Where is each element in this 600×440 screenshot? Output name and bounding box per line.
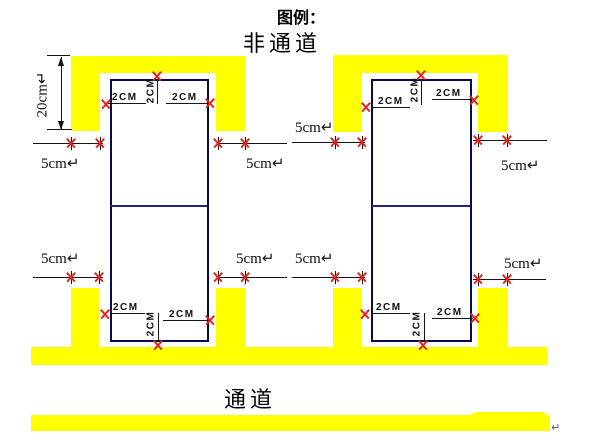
non-channel-label: 非通道 — [243, 31, 322, 56]
dim-line-2cm — [432, 99, 472, 100]
tape-leg — [478, 288, 508, 348]
dim-5cm-label: 5cm↵ — [501, 158, 540, 174]
red-tick — [357, 137, 366, 146]
dim-2cm-label: 2CM — [378, 96, 404, 107]
channel-label: 通道 — [224, 387, 277, 412]
red-tick — [205, 315, 214, 324]
arrow-up-icon — [57, 57, 64, 66]
return-mark: ↵ — [551, 421, 561, 434]
dim-line-2cm — [424, 313, 425, 342]
dim-5cm-label: 5cm↵ — [295, 120, 334, 136]
tape-leg — [478, 72, 508, 132]
dim-5cm-label: 5cm↵ — [246, 156, 285, 172]
dim-2cm-label: 2CM — [169, 309, 195, 320]
dim-2cm-label: 2CM — [113, 302, 139, 313]
dim-2cm-label: 2CM — [172, 92, 198, 103]
red-tick — [205, 98, 214, 107]
dim-line — [218, 143, 287, 144]
dim-5cm-label: 5cm↵ — [41, 251, 80, 267]
dim-2cm-label: 2CM — [411, 310, 423, 337]
red-tick — [95, 138, 104, 147]
red-tick — [213, 272, 222, 281]
dim-2cm-label: 2CM — [376, 302, 402, 313]
red-tick — [357, 272, 366, 281]
dim-line-2cm — [372, 107, 410, 108]
red-tick — [240, 272, 249, 281]
tape-leg — [71, 72, 100, 131]
red-tick — [94, 272, 103, 281]
dim-2cm-label: 2CM — [145, 310, 157, 337]
tape-leg — [71, 288, 99, 348]
dim-2cm-label: 2CM — [436, 88, 462, 99]
red-tick — [418, 340, 427, 349]
dim-line — [292, 277, 365, 278]
red-tick — [66, 272, 75, 281]
red-tick — [470, 313, 479, 322]
tape-leg — [333, 72, 362, 132]
dim-5cm-label: 5cm↵ — [295, 251, 334, 267]
dim-2cm-label: 2CM — [112, 92, 138, 103]
red-tick — [473, 135, 482, 144]
dim-end-bar — [47, 55, 70, 56]
dim-line-20cm — [61, 57, 62, 130]
red-tick — [213, 138, 222, 147]
red-tick — [330, 272, 339, 281]
tape-band-top-left — [71, 56, 245, 73]
tape-leg — [216, 288, 245, 348]
red-tick — [469, 95, 478, 104]
aisle-strip — [31, 415, 550, 431]
dim-5cm-label: 5cm↵ — [504, 256, 543, 272]
dim-2cm-label: 2CM — [145, 77, 157, 104]
red-tick — [100, 309, 109, 318]
dim-5cm-label: 5cm↵ — [41, 156, 80, 172]
red-tick — [240, 138, 249, 147]
dim-5cm-label: 5cm↵ — [236, 251, 275, 267]
tape-leg — [333, 288, 362, 348]
dim-20cm-label: 20cm↵ — [34, 71, 51, 118]
tape-band-top-right — [333, 55, 508, 73]
red-tick — [473, 274, 482, 283]
red-tick — [502, 135, 511, 144]
red-tick — [330, 137, 339, 146]
dim-line-2cm — [421, 79, 422, 105]
red-tick — [66, 138, 75, 147]
dim-line-2cm — [110, 313, 145, 314]
dim-line — [292, 142, 365, 143]
dim-line — [218, 277, 287, 278]
red-tick — [502, 274, 511, 283]
dim-line-2cm — [372, 313, 410, 314]
red-tick — [152, 71, 161, 80]
dim-2cm-label: 2CM — [409, 76, 421, 103]
rect-divider-left — [111, 205, 207, 207]
dim-2cm-label: 2CM — [437, 307, 463, 318]
red-tick — [101, 99, 110, 108]
dim-line-2cm — [163, 320, 209, 321]
red-tick — [361, 102, 370, 111]
red-tick — [360, 309, 369, 318]
dim-line-2cm — [157, 79, 158, 104]
legend-title: 图例： — [277, 10, 326, 27]
tape-leg — [216, 72, 245, 131]
dim-line-2cm — [158, 313, 159, 342]
dim-line-2cm — [166, 103, 209, 104]
dim-line-2cm — [108, 103, 146, 104]
arrow-down-icon — [57, 121, 64, 130]
tape-band-bottom — [31, 347, 548, 365]
dim-line-2cm — [432, 318, 473, 319]
red-tick — [416, 70, 425, 79]
red-tick — [153, 340, 162, 349]
rect-divider-right — [372, 205, 470, 207]
